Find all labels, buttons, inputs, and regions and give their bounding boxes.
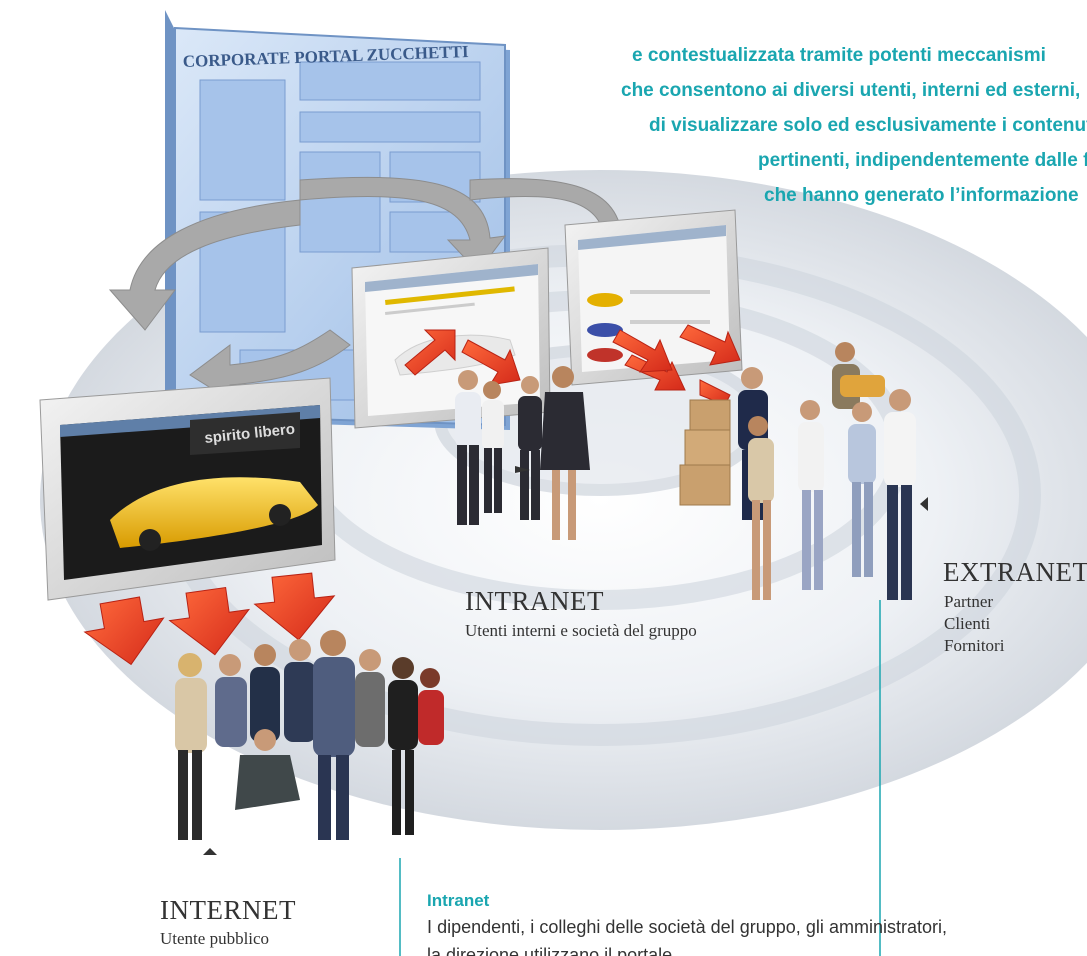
internet-people	[175, 630, 444, 840]
section-body: I dipendenti, i colleghi delle società d…	[427, 917, 947, 956]
extranet-title: EXTRANET	[943, 557, 1087, 587]
internet-browser-window: spirito libero	[39, 377, 336, 601]
internet-title: INTERNET	[160, 895, 296, 925]
intranet-marker-icon	[515, 466, 530, 473]
quote-line-4: pertinenti, indipendentemente dalle font…	[758, 150, 1087, 171]
quote-line-1: e contestualizzata tramite potenti mecca…	[632, 45, 1046, 66]
extranet-item-clienti: Clienti	[944, 614, 991, 633]
car-image	[110, 477, 318, 548]
quote-line-2: che consentono ai diversi utenti, intern…	[621, 80, 1081, 101]
section-heading: Intranet	[427, 891, 490, 910]
quote-line-3: di visualizzare solo ed esclusivamente i…	[649, 115, 1087, 136]
intranet-people	[455, 366, 590, 540]
red-arrows	[83, 324, 741, 666]
internet-marker-icon	[203, 848, 217, 855]
extranet-item-fornitori: Fornitori	[944, 636, 1005, 655]
intranet-subtitle: Utenti interni e società del gruppo	[465, 621, 697, 640]
extranet-marker-icon	[920, 497, 928, 511]
extranet-item-partner: Partner	[944, 592, 994, 611]
quote-line-5: che hanno generato l’informazione	[764, 185, 1079, 206]
internet-subtitle: Utente pubblico	[160, 929, 270, 948]
intranet-title: INTRANET	[465, 586, 604, 616]
extranet-people	[679, 342, 916, 600]
